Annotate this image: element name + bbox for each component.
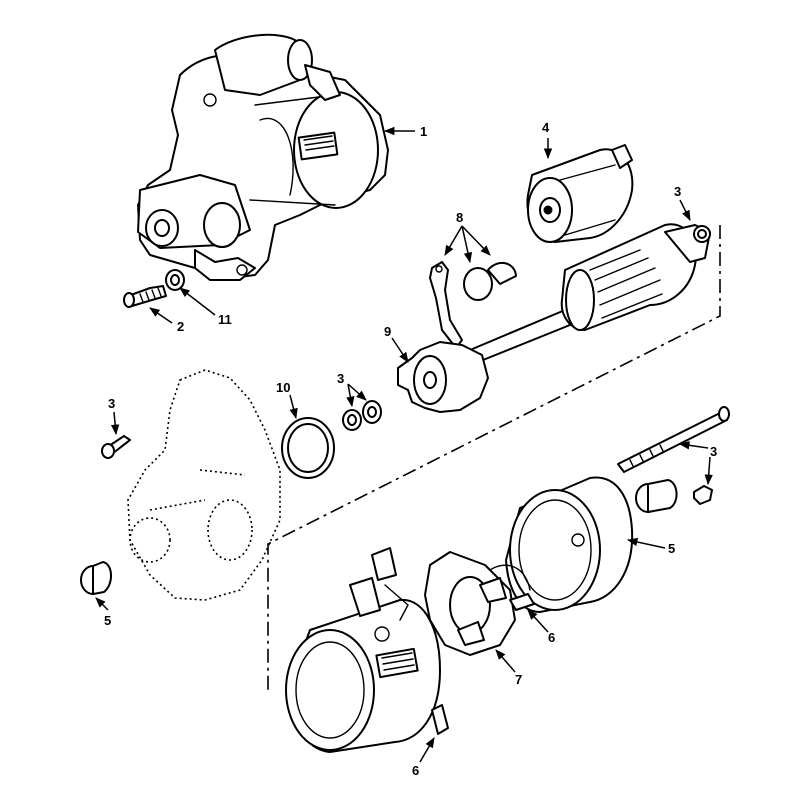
brush-spring (509, 593, 535, 611)
nut (693, 485, 713, 505)
callout-3-through-bolt: 3 (710, 444, 717, 459)
callout-4: 4 (542, 120, 550, 135)
solenoid (526, 144, 634, 243)
mounting-bolt (123, 285, 167, 308)
callout-8: 8 (456, 210, 463, 225)
end-cap (80, 561, 112, 595)
callout-1: 1 (420, 124, 427, 139)
callout-5-end-frame: 5 (668, 541, 675, 556)
callout-9: 9 (384, 324, 391, 339)
screw (101, 435, 131, 459)
brush (431, 704, 449, 735)
seal-ring (281, 417, 335, 479)
assembly-centerline (267, 225, 721, 690)
callout-5-cap: 5 (104, 613, 111, 628)
drive-end-housing (127, 369, 281, 601)
callout-6-brush: 6 (412, 763, 419, 778)
callout-3-screw: 3 (108, 396, 115, 411)
shim-washers (463, 261, 517, 301)
callout-10: 10 (276, 380, 290, 395)
callout-labels: 1 2 11 4 3 8 9 10 3 3 3 5 5 6 7 6 (104, 120, 717, 778)
starter-motor-assembly (137, 33, 389, 281)
callout-7: 7 (515, 672, 522, 687)
callout-3-armature: 3 (674, 184, 681, 199)
callout-11: 11 (218, 312, 232, 327)
leader-lines (95, 126, 713, 763)
lock-washer (165, 269, 185, 291)
callout-2: 2 (177, 319, 184, 334)
callout-6-brush-spring: 6 (548, 630, 555, 645)
field-frame-yoke (285, 547, 441, 753)
armature (469, 223, 711, 363)
callout-3-bearings: 3 (337, 371, 344, 386)
bearing-set (342, 400, 382, 431)
brush-holder-plate (424, 551, 531, 656)
through-bolt (617, 406, 730, 473)
overrunning-clutch-pinion (397, 341, 489, 413)
commutator-end-frame (505, 476, 634, 613)
bearing-cap (635, 479, 678, 513)
drive-lever (429, 261, 463, 349)
